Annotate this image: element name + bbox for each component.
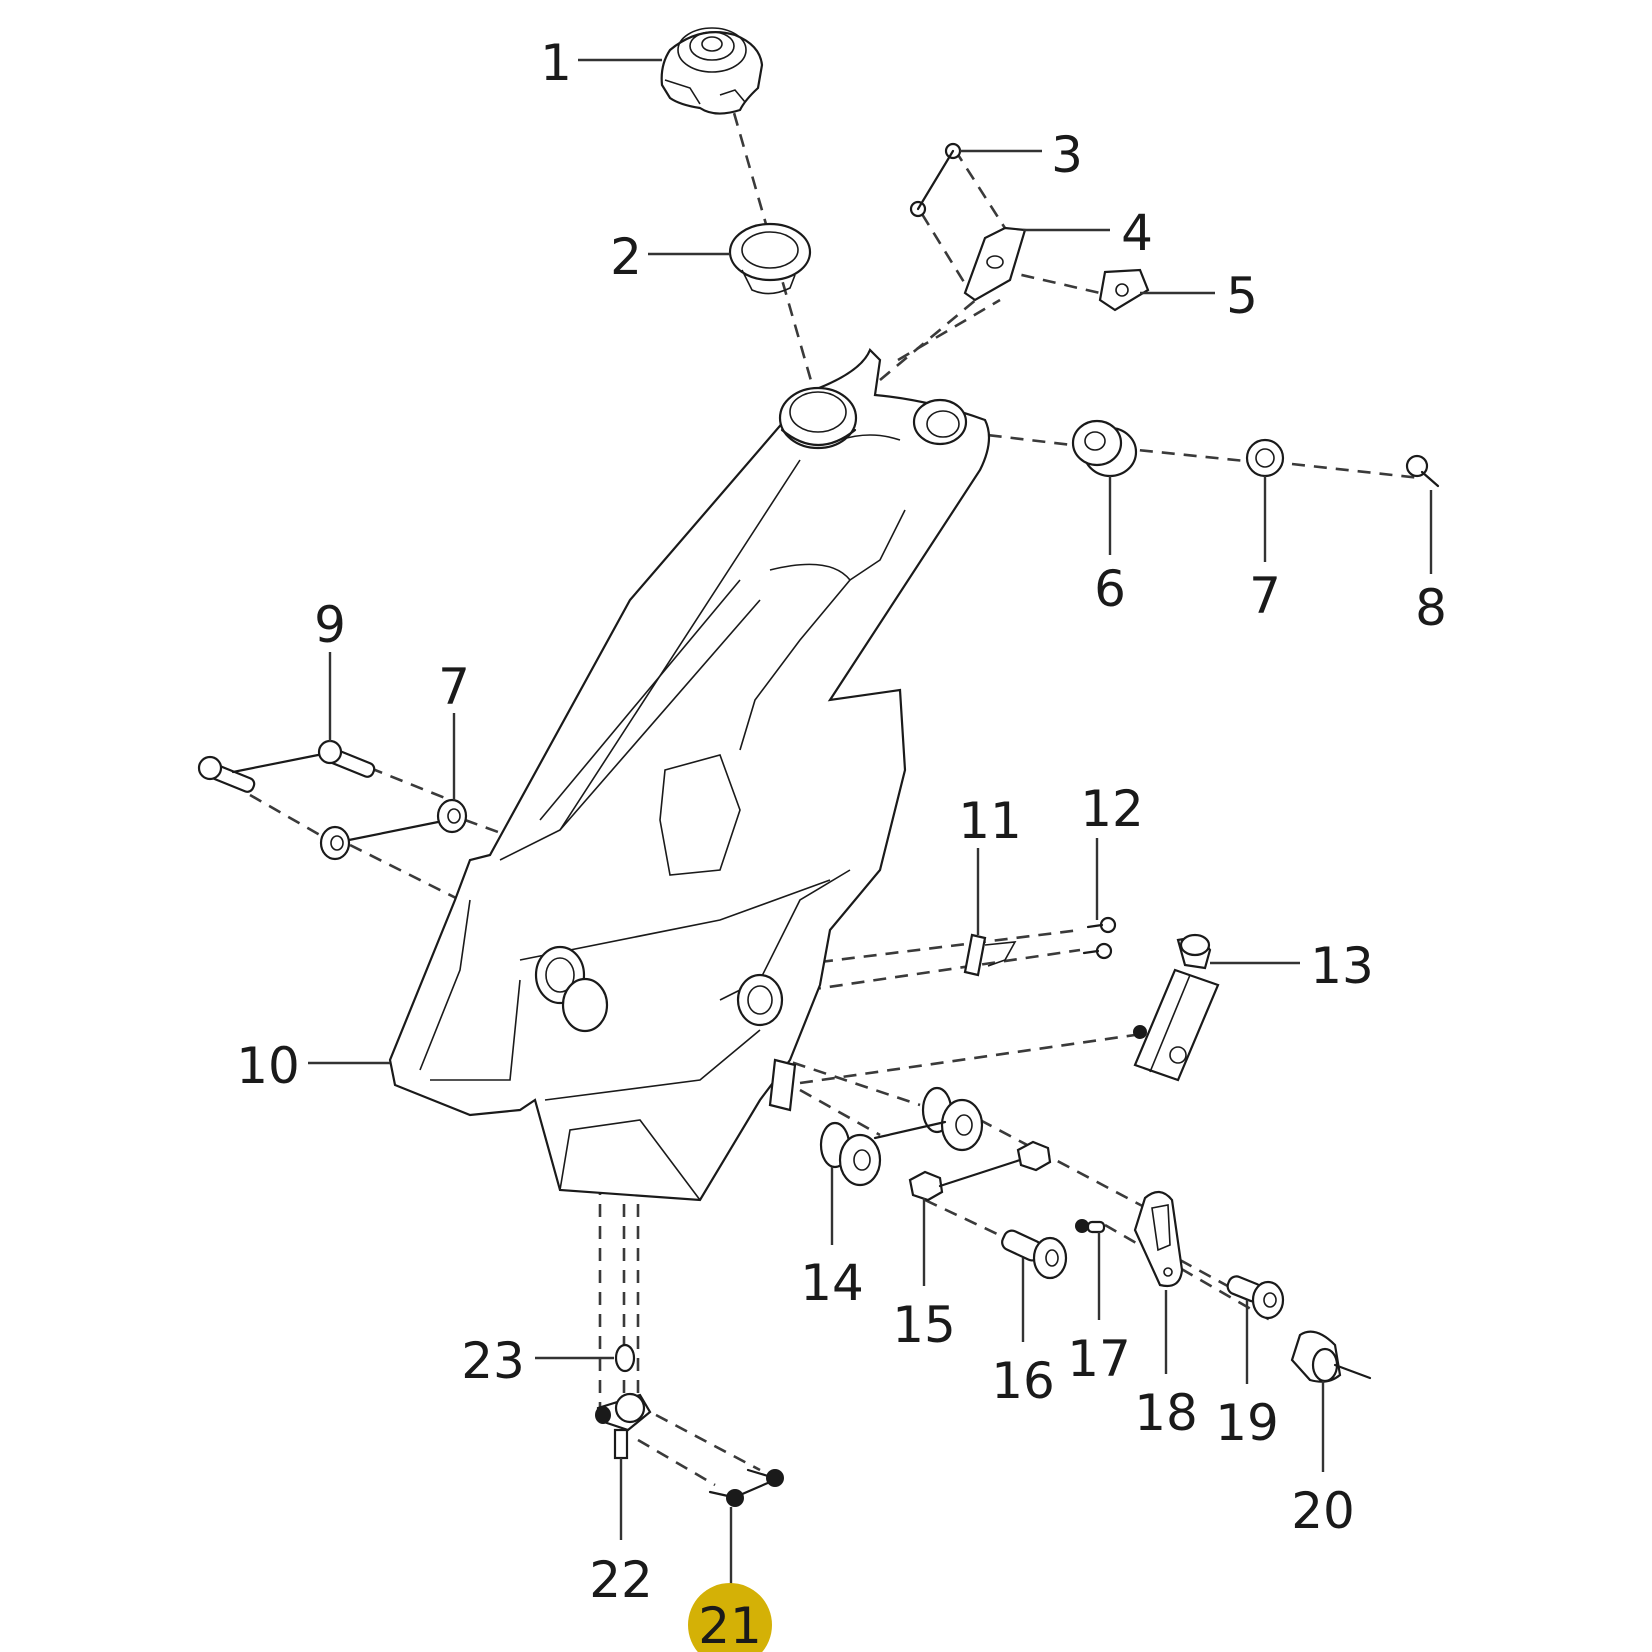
small-bolt[interactable]	[1075, 1219, 1106, 1234]
callout-23[interactable]: 23	[461, 1332, 525, 1390]
fuel-pump-filter[interactable]	[1133, 933, 1220, 1082]
callout-2[interactable]: 2	[610, 228, 642, 286]
callout-11[interactable]: 11	[958, 792, 1022, 850]
fuel-tank[interactable]	[388, 348, 991, 1202]
washer-right[interactable]	[1245, 438, 1285, 478]
clip-nut[interactable]	[1098, 268, 1150, 312]
callout-19[interactable]: 19	[1215, 1394, 1279, 1452]
o-ring[interactable]	[614, 1343, 636, 1373]
callout-12[interactable]: 12	[1080, 780, 1144, 838]
washer-pair-left[interactable]	[319, 798, 468, 861]
collar-bolt[interactable]	[1000, 1228, 1068, 1280]
leader-lines	[308, 58, 1433, 1608]
highlight-circle	[688, 1583, 772, 1652]
rubber-damper[interactable]	[1290, 1330, 1372, 1383]
callout-8[interactable]: 8	[1415, 579, 1447, 637]
callout-18[interactable]: 18	[1134, 1384, 1198, 1442]
callout-5[interactable]: 5	[1226, 267, 1258, 325]
fuel-tap[interactable]	[595, 1392, 652, 1460]
rubber-bushing-pair[interactable]	[819, 1086, 984, 1187]
callout-10[interactable]: 10	[236, 1037, 300, 1095]
callout-6[interactable]: 6	[1094, 560, 1126, 618]
collar-bolt-lower[interactable]	[1225, 1274, 1285, 1320]
rubber-grommet[interactable]	[1071, 419, 1138, 478]
small-bracket[interactable]	[963, 933, 1017, 977]
callout-7-right[interactable]: 7	[1249, 567, 1281, 625]
callout-7-left[interactable]: 7	[438, 658, 470, 716]
callout-14[interactable]: 14	[800, 1254, 864, 1312]
assembly-lines	[249, 91, 1421, 1487]
cap-seal-ring[interactable]	[728, 222, 812, 295]
strap-bracket[interactable]	[1133, 1190, 1184, 1288]
callout-labels: 1 2 3 4 5 6 7 8 9 7 10 11 12 13 14 15 16…	[236, 34, 1447, 1652]
hex-nut-pair[interactable]	[908, 1140, 1052, 1202]
callout-17[interactable]: 17	[1067, 1330, 1131, 1388]
callout-9[interactable]: 9	[314, 596, 346, 654]
callout-4[interactable]: 4	[1121, 204, 1153, 262]
callout-16[interactable]: 16	[991, 1352, 1055, 1410]
bolt-pair-left[interactable]	[197, 739, 376, 794]
callout-21[interactable]: 21	[698, 1597, 762, 1652]
fuel-cap[interactable]	[660, 27, 764, 115]
callout-15[interactable]: 15	[892, 1296, 956, 1354]
bolt-right[interactable]	[1405, 454, 1440, 488]
callout-20[interactable]: 20	[1291, 1482, 1355, 1540]
callout-1[interactable]: 1	[540, 34, 572, 92]
screw-pair-small[interactable]	[1082, 916, 1117, 960]
callout-3[interactable]: 3	[1051, 126, 1083, 184]
callout-13[interactable]: 13	[1310, 937, 1374, 995]
screw-pair[interactable]	[909, 142, 962, 218]
mounting-bracket-plate[interactable]	[963, 226, 1027, 302]
flange-bolt-pair[interactable]	[708, 1468, 784, 1507]
callout-22[interactable]: 22	[589, 1551, 653, 1609]
